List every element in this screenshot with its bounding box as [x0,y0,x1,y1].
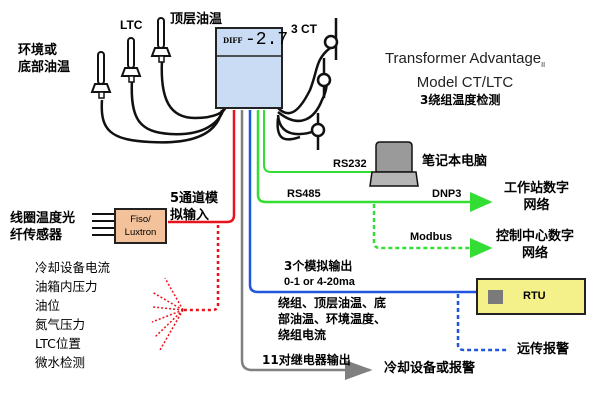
modbus-line [372,204,493,258]
ct-label: 3 CT [291,22,318,36]
ct-sensors [310,18,339,150]
relay-target-label: 冷却设备或报警 [384,361,476,376]
product-title: Transformer AdvantageII Model CT/LTC [372,50,558,91]
top-oil-label: 顶层油温 [170,12,223,27]
modbus-label: Modbus [410,231,453,243]
analog-output-desc-line: 部油温、环境温度、 [278,312,387,326]
rs485-line [256,110,493,212]
fiber-sensor-label-line: 线圈温度光 [10,211,76,226]
analog-output-label: 3个模拟输出 [284,259,353,273]
relay-line [240,110,373,380]
other-inputs-list: 冷却设备电流 油箱内压力 油位 氮气压力 LTC位置 微水检测 [35,258,110,372]
analog-output-range: 0-1 or 4-20ma [284,276,355,288]
title-line1: Transformer Advantage [384,50,542,67]
analog-input-fan [151,277,184,351]
ambient-label: 环境或 底部油温 [18,42,70,76]
analog-output-desc-line: 绕组电流 [278,328,327,342]
fiso-box-line: Fiso/ [130,214,151,225]
laptop-label: 笔记本电脑 [422,154,488,169]
dnp3-label: DNP3 [432,188,462,200]
control-center-label: 控制中心数字 网络 [496,228,574,262]
rs232-label: RS232 [333,158,367,170]
other-input-item: 微水检测 [35,355,86,370]
ambient-label-line: 环境或 [18,43,58,58]
probe-top-oil [150,17,172,63]
fiso-luxtron-box: Fiso/ Luxtron [114,208,167,244]
display-mode: DIFF [223,36,243,45]
relay-output-label: 11对继电器输出 [262,353,351,367]
probe-ambient [90,51,112,99]
remote-alarm-line [456,294,508,352]
device-display: DIFF -2.7 [218,29,288,52]
laptop-icon [369,141,419,187]
rtu-label: RTU [523,290,546,302]
fiber-leads [92,213,114,236]
other-input-item: 氮气压力 [35,317,86,332]
ambient-label-line: 底部油温 [18,60,71,75]
control-center-label-line: 网络 [522,246,549,261]
analog-input-label: 5通道模 拟输入 [170,190,218,224]
analog-input-label-line: 拟输入 [170,208,210,223]
rtu-box: RTU [476,278,586,315]
fiber-sensor-label-line: 纤传感器 [10,228,63,243]
display-value: -2.7 [245,30,289,50]
probe-ltc [120,37,142,83]
workstation-label: 工作站数字 网络 [504,180,569,214]
analog-output-line [248,110,476,294]
fiber-sensor-label: 线圈温度光 纤传感器 [10,210,75,244]
sensor-cables [100,47,331,144]
fiso-box-line: Luxtron [124,227,157,238]
device-body [215,27,283,109]
title-cn: 3绕组温度检测 [420,93,501,107]
rs232-line [263,110,372,173]
analog-input-dotted [183,225,220,312]
workstation-label-line: 网络 [523,198,550,213]
workstation-label-line: 工作站数字 [504,181,570,196]
other-input-item: 油位 [35,298,61,313]
ltc-label: LTC [120,18,143,32]
analog-output-desc-line: 绕组、顶层油温、底 [278,296,387,310]
title-subscript: II [541,62,546,69]
analog-output-desc: 绕组、顶层油温、底 部油温、环境温度、 绕组电流 [278,295,386,343]
analog-input-label-line: 5通道模 [170,191,219,206]
other-input-item: 冷却设备电流 [35,260,111,275]
rtu-indicator-icon [488,290,503,304]
rs485-label: RS485 [287,188,321,200]
control-center-label-line: 控制中心数字 [496,229,575,244]
title-line2: Model CT/LTC [416,74,514,91]
remote-alarm-label: 远传报警 [517,342,570,357]
other-input-item: LTC位置 [35,336,81,351]
analog-input-line [168,110,236,224]
other-input-item: 油箱内压力 [35,279,98,294]
